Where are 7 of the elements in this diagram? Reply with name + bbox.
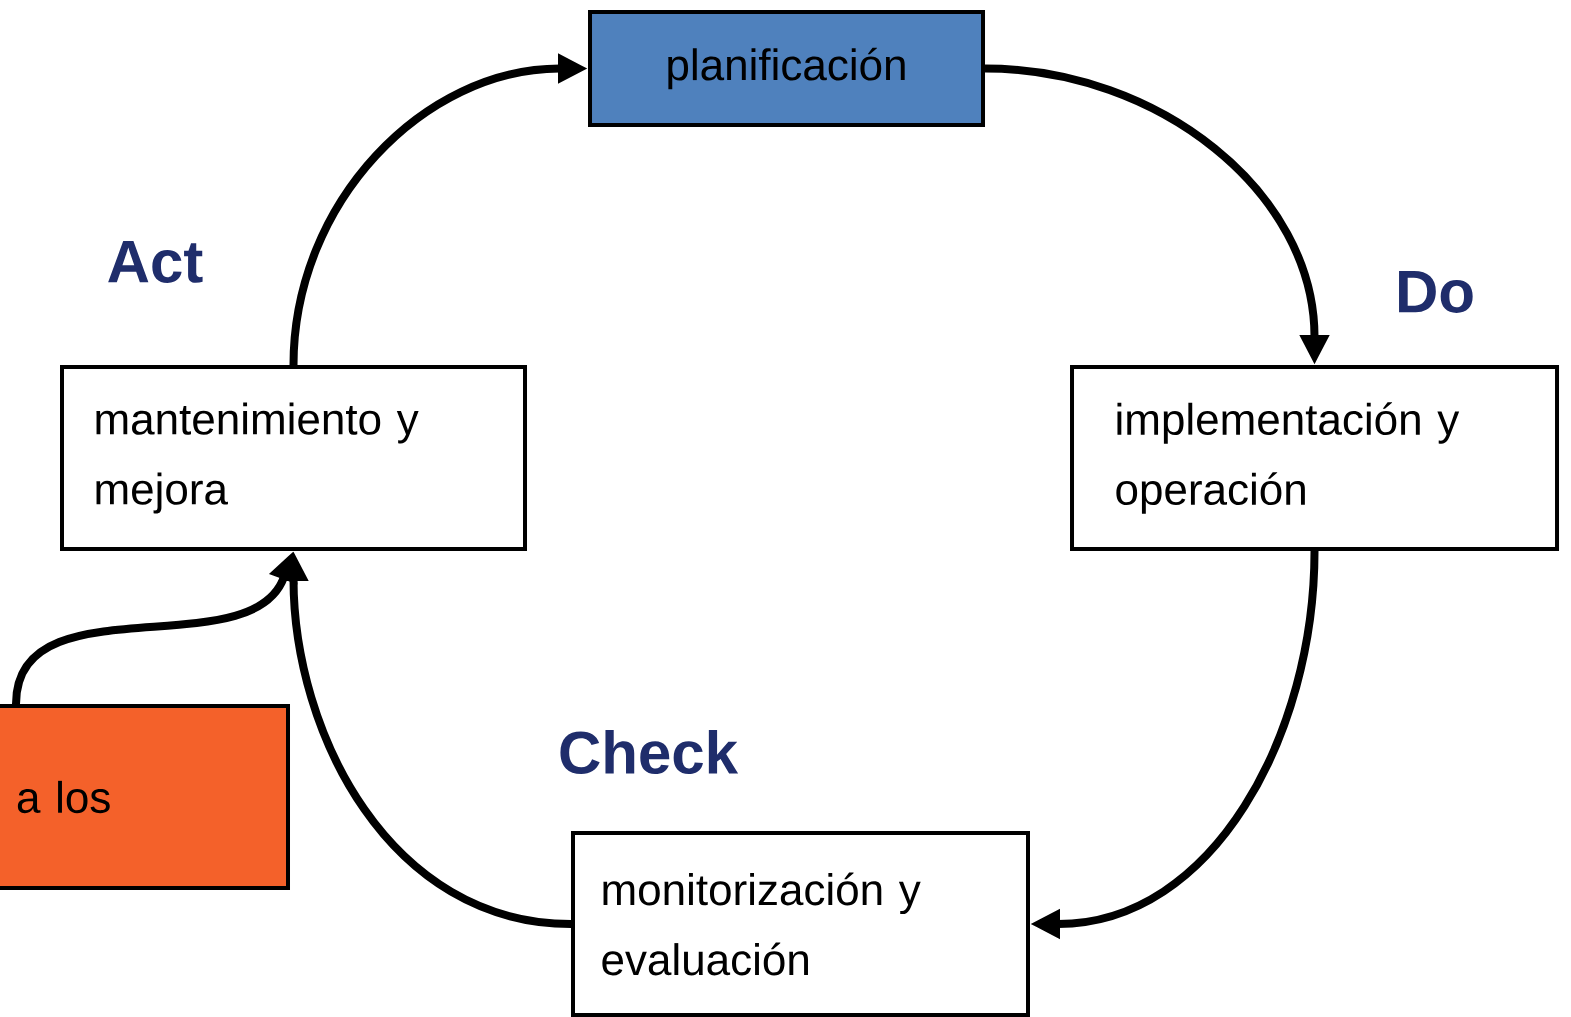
process-box: a los <box>0 704 290 890</box>
process-box: planificación <box>588 10 985 127</box>
process-box: mantenimiento y mejora <box>60 365 527 551</box>
phase-label: Check <box>560 729 739 774</box>
phase-label: Act <box>108 241 203 283</box>
process-box: implementación y operación <box>1070 365 1559 551</box>
process-box: monitorización y evaluación <box>571 831 1030 1017</box>
